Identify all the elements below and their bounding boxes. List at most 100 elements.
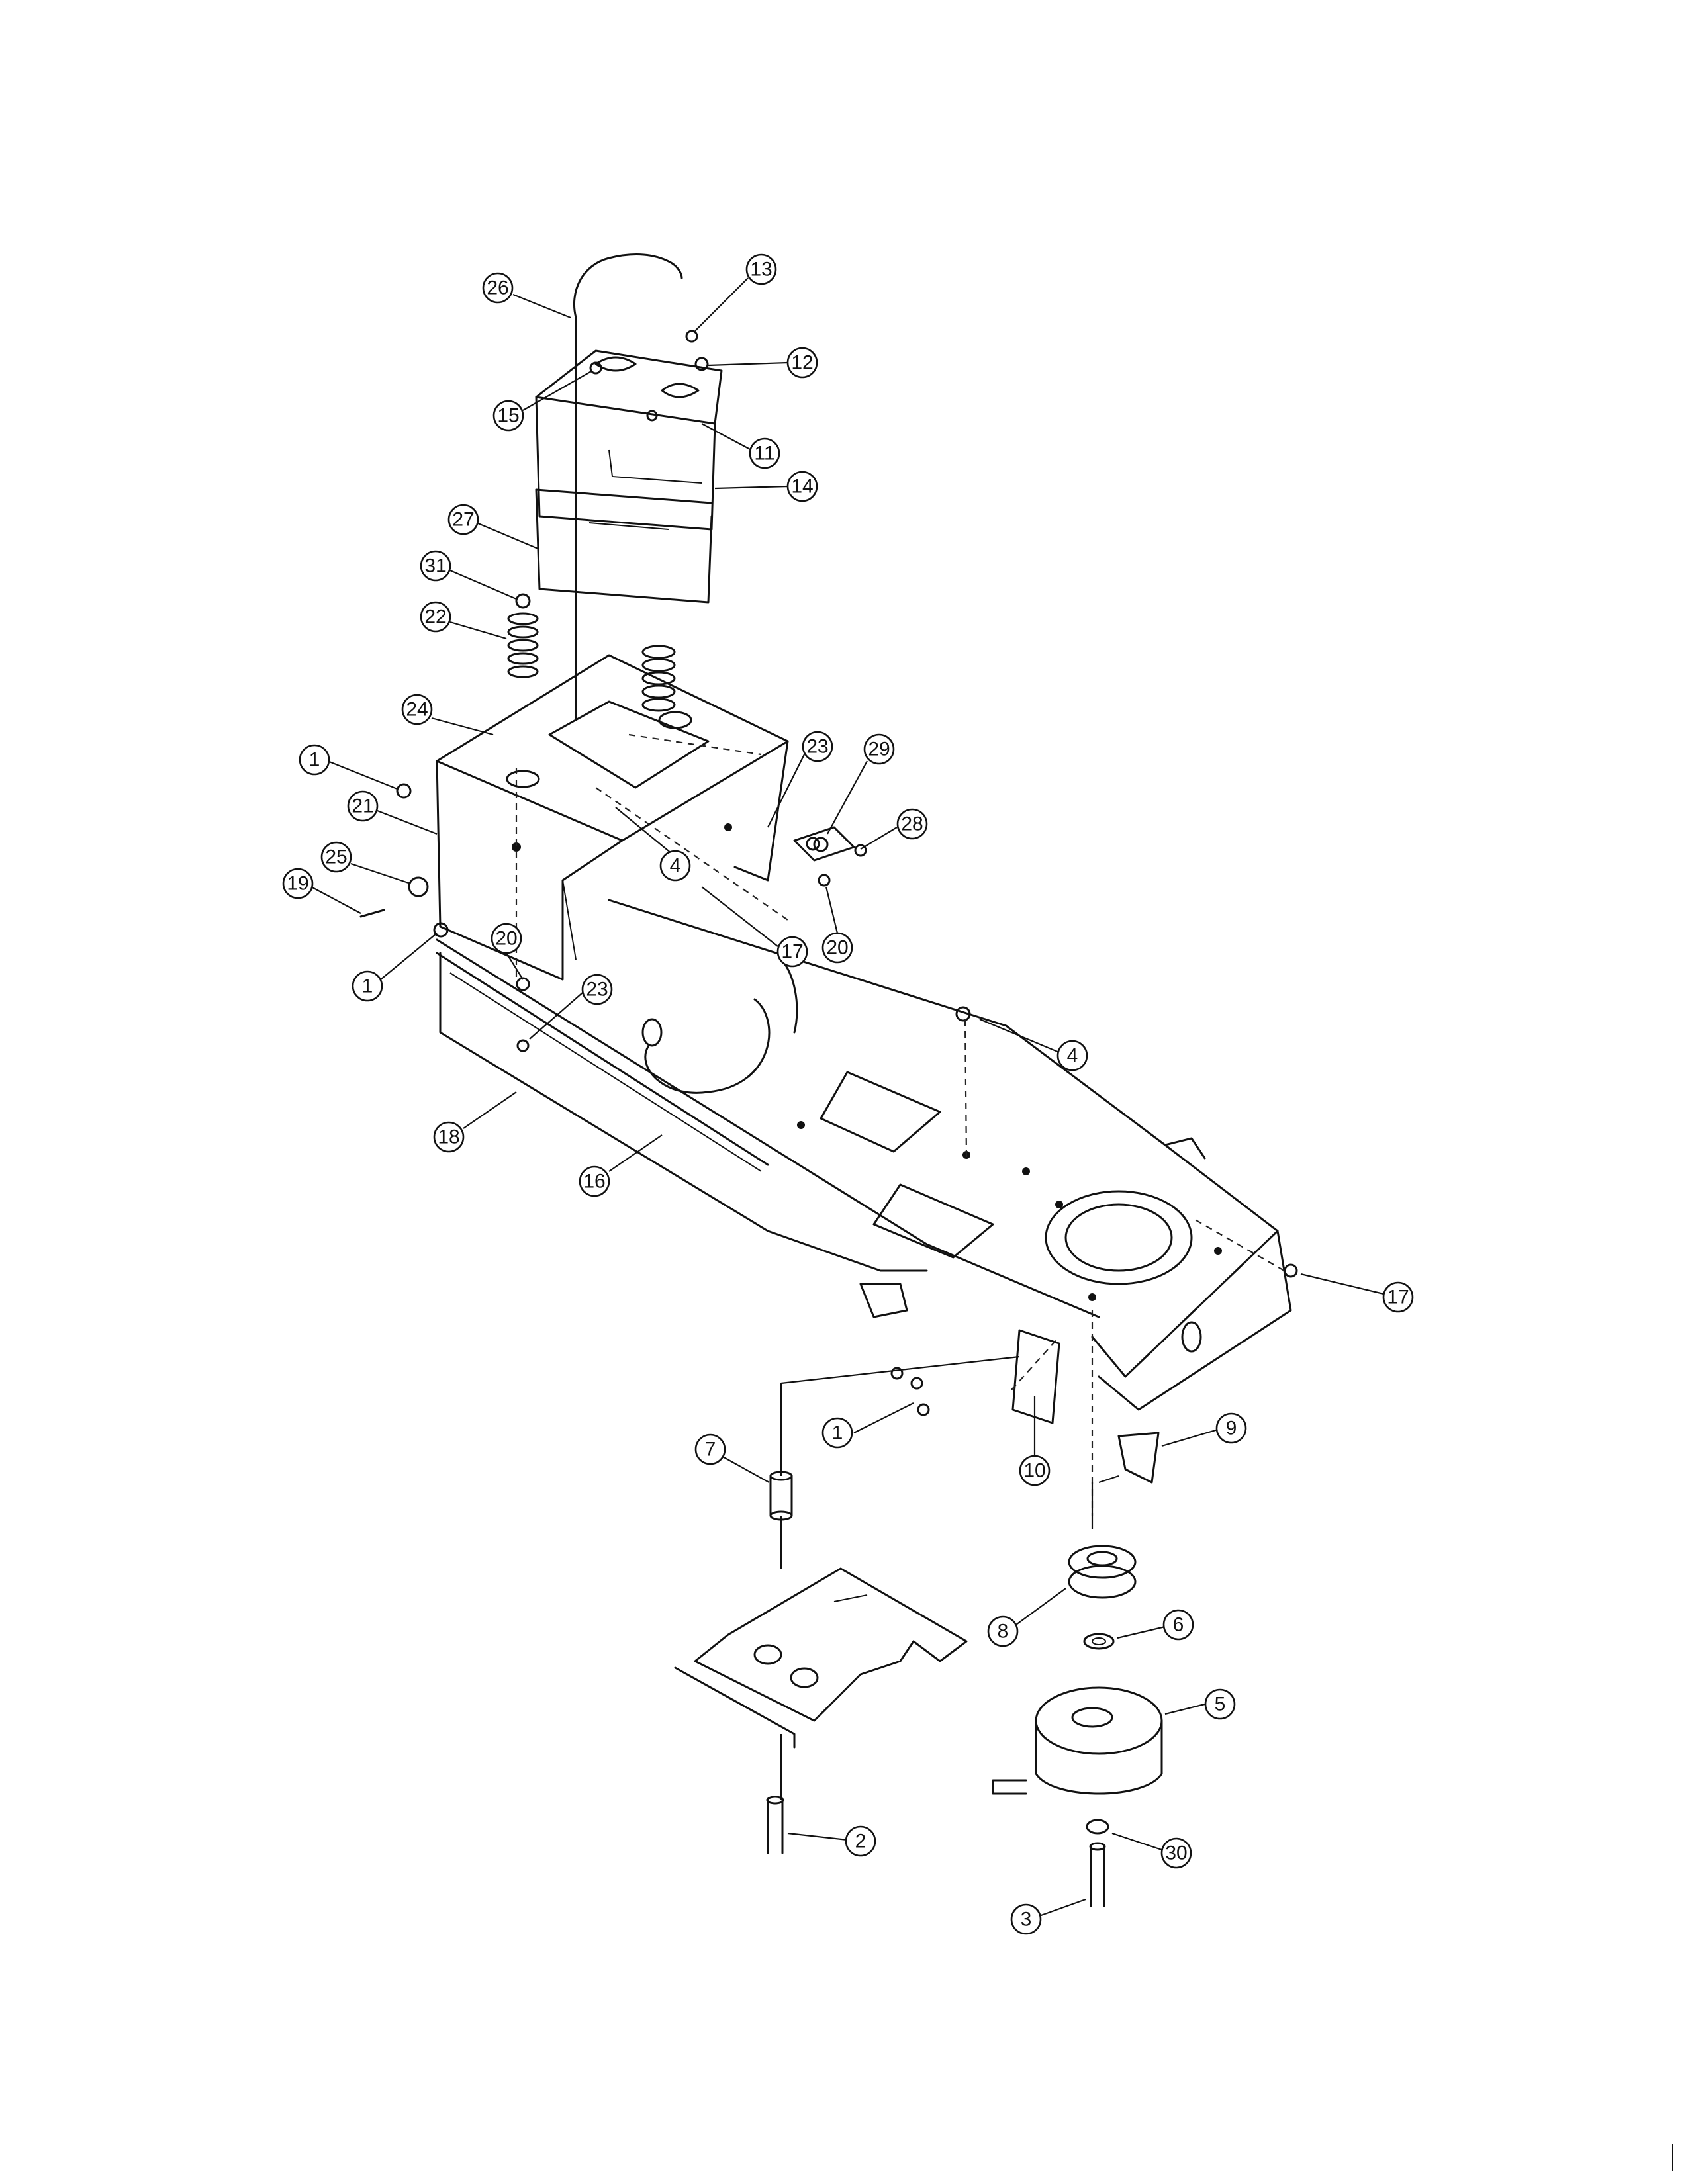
callout-1: 1 (352, 933, 438, 1002)
callout-1: 1 (299, 744, 398, 790)
callout-number: 17 (781, 941, 803, 963)
callout-number: 12 (791, 352, 813, 374)
callout-number: 25 (325, 846, 347, 868)
callout-circle (1056, 1040, 1088, 1071)
callout-30: 30 (1111, 1832, 1192, 1869)
callout-number: 5 (1215, 1694, 1226, 1715)
callout-4: 4 (615, 807, 691, 882)
callout-number: 14 (791, 476, 813, 498)
leader-lines (575, 318, 1119, 1800)
callout-15: 15 (492, 370, 593, 432)
battery (535, 349, 723, 531)
callout-circle (776, 936, 808, 968)
callout-17: 17 (701, 886, 808, 968)
callout-number: 20 (826, 937, 848, 959)
callout-circle (401, 694, 433, 725)
callout-circle (1382, 1281, 1414, 1313)
callout-number: 6 (1173, 1614, 1184, 1636)
callout-number: 18 (438, 1126, 459, 1148)
callout-number: 17 (1387, 1287, 1409, 1308)
callout-circle (1010, 1903, 1042, 1935)
callout-number: 21 (352, 796, 373, 817)
callout-23: 23 (767, 731, 833, 828)
callout-number: 4 (1067, 1045, 1078, 1067)
callout-5: 5 (1164, 1688, 1236, 1720)
callout-21: 21 (347, 790, 438, 835)
support-bracket (436, 654, 789, 981)
callout-circle (786, 347, 818, 379)
callout-circle (987, 1615, 1019, 1647)
callout-number: 9 (1226, 1418, 1237, 1439)
callout-circle (863, 733, 895, 765)
callout-1: 1 (821, 1402, 914, 1449)
callout-number: 28 (901, 813, 923, 835)
callout-circle (420, 550, 451, 582)
mounting-plate (674, 1567, 968, 1749)
callout-circle (802, 731, 833, 762)
callout-circle (579, 1165, 610, 1197)
callout-number: 10 (1023, 1460, 1045, 1482)
callout-9: 9 (1161, 1412, 1247, 1447)
callout-circle (282, 868, 314, 899)
callout-circle (482, 272, 514, 304)
battery-terminal-bolt (589, 330, 709, 422)
callout-circle (492, 400, 524, 432)
callout-18: 18 (433, 1091, 517, 1153)
callout-3: 3 (1010, 1898, 1086, 1935)
spacer-tube (769, 1471, 793, 1521)
washer (1083, 1633, 1115, 1650)
callout-circle (491, 923, 522, 954)
callout-26: 26 (482, 272, 571, 319)
callout-circle (821, 1417, 853, 1449)
callout-number: 3 (1021, 1909, 1032, 1931)
callout-14: 14 (714, 471, 818, 502)
callout-number: 30 (1165, 1843, 1187, 1864)
callout-number: 1 (362, 976, 373, 997)
callout-31: 31 (420, 550, 517, 600)
callout-13: 13 (694, 253, 777, 332)
callout-number: 1 (832, 1422, 843, 1444)
callout-number: 23 (806, 736, 828, 758)
callout-7: 7 (694, 1433, 770, 1483)
electric-clutch (992, 1686, 1163, 1795)
callout-circle (749, 437, 780, 469)
callout-number: 13 (750, 259, 772, 281)
callout-number: 8 (998, 1621, 1009, 1643)
callout-23: 23 (529, 974, 613, 1040)
clutch-bracket (1117, 1432, 1160, 1484)
callout-number: 2 (855, 1831, 867, 1852)
callout-circle (447, 504, 479, 535)
callout-number: 27 (452, 509, 474, 531)
callout-circle (786, 471, 818, 502)
callout-circle (352, 970, 383, 1002)
callout-circle (320, 841, 352, 873)
callout-10: 10 (1019, 1396, 1051, 1486)
callout-number: 22 (424, 606, 446, 628)
callout-circle (694, 1433, 726, 1465)
callout-circle (433, 1121, 465, 1153)
callout-number: 15 (497, 405, 519, 427)
callout-number: 16 (583, 1171, 605, 1193)
callout-circle (1019, 1455, 1051, 1486)
solenoid (793, 826, 855, 862)
callout-11: 11 (701, 423, 780, 469)
callout-27: 27 (447, 504, 540, 551)
callout-12: 12 (708, 347, 818, 379)
callout-28: 28 (860, 808, 928, 850)
frame-side-rail (436, 952, 769, 1172)
callout-circle (659, 850, 691, 882)
callout-6: 6 (1117, 1609, 1194, 1641)
callout-circle (821, 932, 853, 964)
callout-circle (745, 253, 777, 285)
callout-circle (1215, 1412, 1247, 1444)
callout-20: 20 (821, 886, 853, 964)
callout-number: 26 (487, 277, 508, 299)
callout-25: 25 (320, 841, 411, 885)
callout-number: 20 (495, 928, 517, 950)
mount-bracket (1011, 1329, 1060, 1424)
callout-number: 7 (705, 1439, 716, 1461)
callout-circle (347, 790, 379, 822)
spring-left (507, 593, 539, 678)
battery-tray (535, 488, 713, 604)
